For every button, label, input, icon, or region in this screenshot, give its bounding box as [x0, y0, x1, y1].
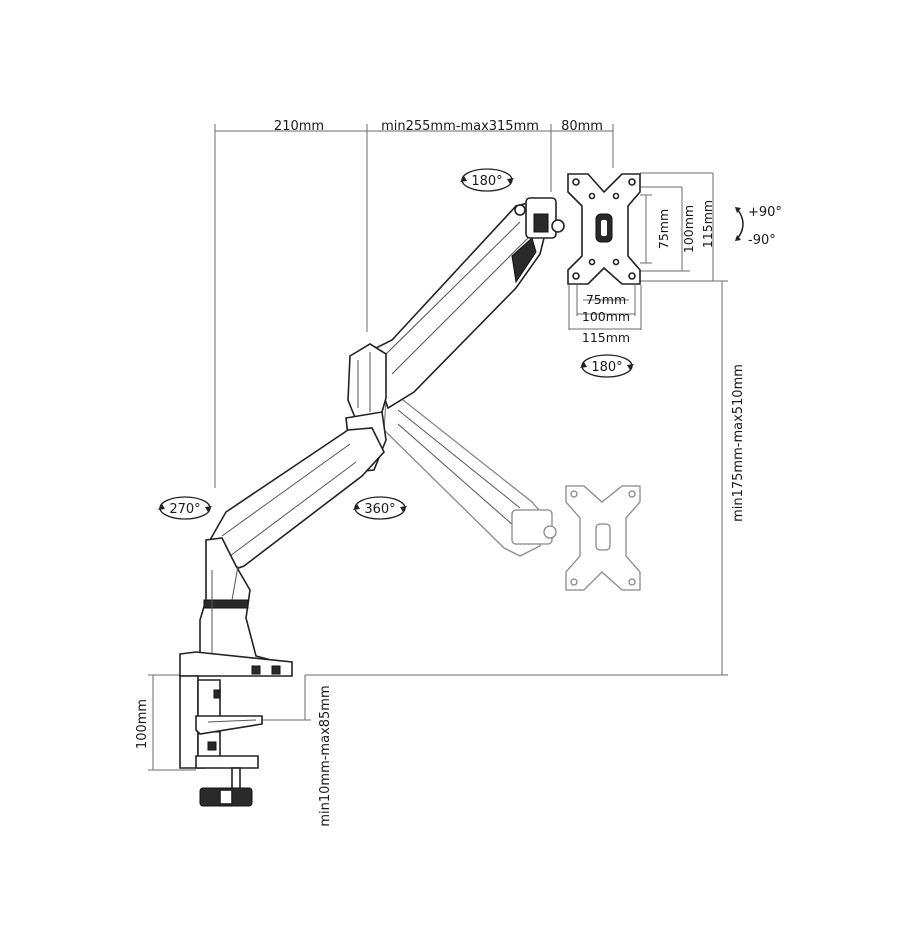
pole-and-base — [179, 537, 293, 677]
tilt-arc-icon — [735, 207, 744, 241]
rotate-180-bottom-badge — [580, 354, 634, 378]
label-rotate-180-top: 180° — [471, 174, 502, 189]
rotation-labels: 180° 180° 270° 360° +90° -90° — [169, 174, 782, 517]
lower-arm — [209, 427, 385, 576]
dim-clamp-depth: 100mm — [135, 699, 150, 749]
upper-arm — [367, 197, 565, 410]
dimension-labels: 210mm min255mm-max315mm 80mm 75mm 100mm … — [135, 119, 746, 827]
dim-height-range: min175mm-max510mm — [731, 364, 746, 522]
desk-clamp — [179, 675, 263, 807]
label-swivel-360: 360° — [364, 502, 395, 517]
dim-top-left: 210mm — [274, 119, 324, 134]
swivel-270-badge — [158, 496, 212, 520]
dim-desk-thickness: min10mm-max85mm — [318, 685, 333, 826]
dimension-lines — [148, 124, 728, 771]
dim-vesa-v-small: 75mm — [656, 209, 671, 249]
dim-vesa-h-small: 75mm — [586, 292, 626, 307]
dim-top-middle: min255mm-max315mm — [381, 119, 539, 134]
label-tilt-up: +90° — [748, 205, 782, 220]
label-swivel-270: 270° — [169, 502, 200, 517]
dim-vesa-h-mid: 100mm — [582, 309, 630, 324]
dim-vesa-h-large: 115mm — [582, 330, 630, 345]
vesa-plate — [567, 173, 641, 285]
rotate-180-top-badge — [460, 168, 514, 192]
label-tilt-down: -90° — [748, 233, 776, 248]
rotation-badges — [158, 168, 744, 520]
dim-vesa-v-large: 115mm — [700, 200, 715, 248]
lower-position-arm — [383, 395, 641, 591]
dim-vesa-v-mid: 100mm — [681, 205, 696, 253]
swivel-360-badge — [353, 496, 407, 520]
dim-top-right: 80mm — [561, 119, 603, 134]
label-rotate-180-bottom: 180° — [591, 360, 622, 375]
